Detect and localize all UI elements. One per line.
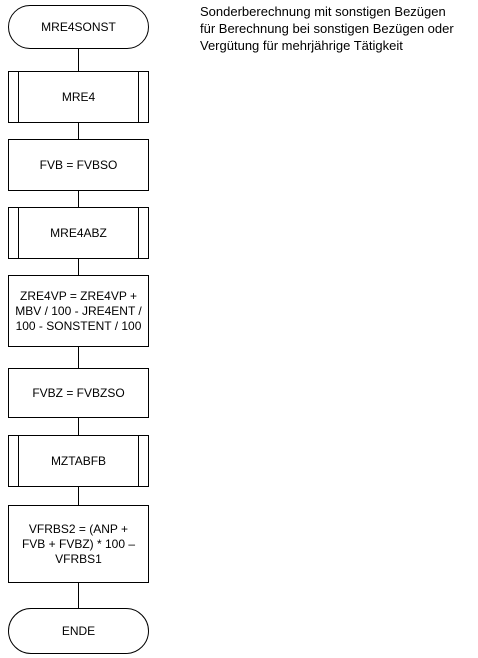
step-label: VFRBS2 = (ANP + FVB + FVBZ) * 100 – VFRB… — [21, 521, 136, 566]
step-label: MRE4ABZ — [50, 225, 107, 240]
step-label: ZRE4VP = ZRE4VP + MBV / 100 - JRE4ENT / … — [15, 288, 142, 333]
end-terminal: ENDE — [8, 608, 149, 654]
subprocess-mre4: MRE4 — [8, 71, 149, 123]
step-label: FVB = FVBSO — [39, 157, 118, 172]
connector-line — [78, 123, 79, 139]
connector-line — [78, 49, 79, 71]
step-label: MZTABFB — [50, 453, 107, 468]
subprocess-mre4abz: MRE4ABZ — [8, 207, 149, 259]
process-fvbz: FVBZ = FVBZSO — [8, 368, 149, 418]
connector-line — [78, 418, 79, 435]
end-label: ENDE — [61, 623, 96, 638]
subprocess-mztabfb: MZTABFB — [8, 435, 149, 487]
process-vfrbs2: VFRBS2 = (ANP + FVB + FVBZ) * 100 – VFRB… — [8, 505, 149, 583]
connector-line — [78, 583, 79, 608]
connector-line — [78, 259, 79, 275]
connector-line — [78, 347, 79, 368]
connector-line — [78, 191, 79, 207]
start-terminal: MRE4SONST — [8, 5, 149, 49]
process-zre4vp: ZRE4VP = ZRE4VP + MBV / 100 - JRE4ENT / … — [8, 275, 149, 347]
connector-line — [78, 487, 79, 505]
step-label: MRE4 — [61, 89, 96, 104]
step-label: FVBZ = FVBZSO — [32, 385, 125, 400]
start-label: MRE4SONST — [41, 19, 116, 34]
annotation-note: Sonderberechnung mit sonstigen Bezügen f… — [200, 4, 454, 53]
process-fvb: FVB = FVBSO — [8, 139, 149, 191]
